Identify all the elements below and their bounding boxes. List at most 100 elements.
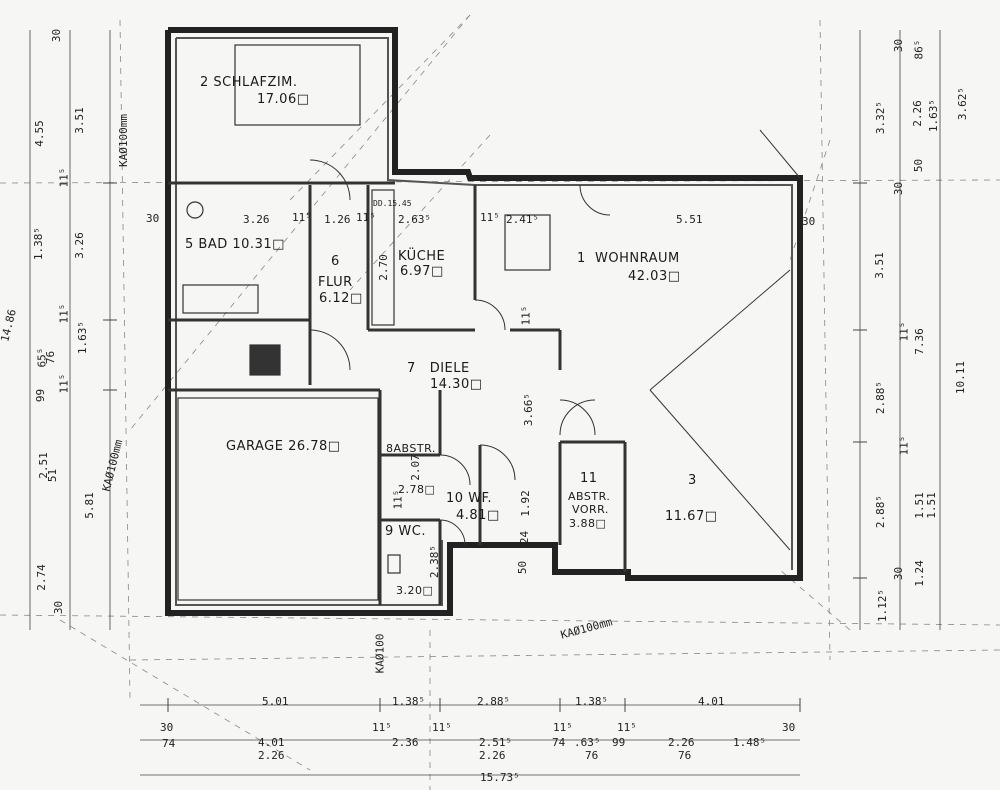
dim-right-15: 2.88⁵ [874, 494, 888, 529]
exterior-walls [165, 27, 803, 616]
room-2-label: 2 SCHLAFZIM. [200, 76, 298, 89]
dim-inner-13: 3.66⁵ [522, 392, 536, 427]
dim-right-12: 2.88⁵ [874, 380, 888, 415]
dim-left-11: 99 [34, 388, 48, 403]
room-11-name2: VORR. [572, 503, 609, 516]
dim-inner-2: 3.26 [243, 213, 270, 226]
dim-inner-19: 50 [516, 560, 530, 575]
dim-inner-12: 2.70 [376, 254, 390, 281]
dim-right-8: 30 [892, 181, 906, 196]
dimension-ticks [103, 182, 867, 712]
dim-inner-3: 11⁵ [292, 211, 312, 224]
room-9-label: 9 WC. [385, 525, 426, 538]
dim-right-5: 1.63⁵ [927, 98, 941, 133]
dim-left-7: 11⁵ [57, 303, 71, 324]
room-1-area: 42.03□ [628, 269, 681, 284]
dim-row2-top-3: 11⁵ [432, 721, 452, 734]
dim-inner-14: 2.07 [408, 454, 422, 481]
dim-right-1: 30 [892, 38, 906, 53]
dim-inner-11: 11⁵ [519, 305, 533, 326]
room-11-number: 11 [580, 471, 598, 486]
dim-right-3: 3.32⁵ [874, 100, 888, 135]
dim-row2-top-5: 11⁵ [617, 721, 637, 734]
dim-row2-4: 2.51⁵ [479, 736, 513, 749]
dim-inner-18: 2.38⁵ [428, 544, 442, 579]
dim-left-14: 51 [46, 468, 60, 483]
room-9-number: 9 [385, 524, 394, 539]
room-7-number: 7 [407, 361, 416, 376]
dim-right-16: 1.51 [912, 492, 926, 519]
dim-inner-4: 1.26 [324, 213, 351, 226]
dim-row2-sub-1: 2.26 [258, 749, 285, 762]
room-10-label: 10 WF. [446, 492, 492, 505]
dim-right-4: 2.26 [910, 100, 924, 127]
dim-row2-sub-4: 76 [678, 749, 692, 762]
room-9-name: WC. [398, 524, 426, 539]
room-2-name: SCHLAFZIM. [213, 75, 298, 90]
dim-row2-5: 74 [552, 736, 566, 749]
ka-center: KAØ100 [373, 633, 387, 674]
construction-lines [0, 14, 1000, 790]
dim-left-8: 1.63⁵ [76, 320, 90, 355]
room-3-area: 11.67□ [665, 509, 718, 524]
room-1-name: WOHNRAUM [595, 251, 680, 266]
dim-row2-7: 99 [612, 736, 626, 749]
room-1-number: 1 [577, 251, 586, 266]
room-7-label: 7 DIELE [407, 362, 470, 375]
dim-inner-9: 5.51 [676, 213, 703, 226]
door-swings [309, 159, 611, 546]
dim-left-5: 1.38⁵ [32, 226, 46, 261]
dim-right-2: 86⁵ [912, 39, 926, 60]
dim-right-17: 1.51 [924, 492, 938, 519]
room-7-name: DIELE [429, 361, 470, 376]
dim-bottom-5: 4.01 [698, 695, 725, 708]
dim-row2-3: 2.36 [392, 736, 419, 749]
dim-left-12: 11⁵ [57, 373, 71, 394]
living-room-diagonals [649, 129, 801, 551]
garage-name: GARAGE [226, 439, 284, 454]
room-10-area: 4.81□ [456, 508, 500, 523]
dim-left-10: 76 [44, 350, 58, 365]
kitchen-area: 6.97□ [400, 264, 444, 279]
dim-left-2: 4.55 [32, 120, 46, 147]
room-6-number: 6 [331, 254, 340, 269]
dim-row2-top-1: 30 [160, 721, 174, 734]
room-10-name: WF. [468, 491, 493, 506]
dim-right-6: 3.62⁵ [956, 86, 970, 121]
dim-inner-7: 11⁵ [480, 211, 500, 224]
room-6-area: 6.12□ [319, 291, 363, 306]
room-8-area: 2.78□ [398, 483, 436, 496]
room-3-number: 3 [688, 473, 697, 488]
dim-bottom-4: 1.38⁵ [575, 695, 609, 708]
room-10-number: 10 [446, 491, 464, 506]
dim-inner-20: DD.15.45 [373, 199, 412, 208]
dim-inner-1: 30 [146, 212, 160, 225]
room-6-name: FLUR [318, 275, 353, 290]
dim-left-6: 3.26 [72, 232, 86, 259]
room-7-area: 14.30□ [430, 377, 483, 392]
fixtures [177, 44, 551, 601]
dim-left-4: 11⁵ [57, 167, 71, 188]
dim-left-16: 2.74 [34, 564, 48, 591]
dim-inner-5: 11⁵ [356, 211, 376, 224]
dim-row2-9: 1.48⁵ [733, 736, 767, 749]
room-8-name: ABSTR. [393, 442, 436, 455]
dim-row2-sub-3: 76 [585, 749, 599, 762]
room-9-area: 3.20□ [396, 584, 434, 597]
dim-right-10: 11⁵ [897, 321, 911, 342]
room-8-number: 8 [386, 442, 394, 455]
room-5-area: 10.31□ [232, 237, 285, 252]
dim-bottom-total: 15.73⁵ [480, 771, 520, 784]
kitchen-name: KÜCHE [398, 249, 446, 264]
room-11-name1: ABSTR. [568, 490, 611, 503]
room-5-number: 5 [185, 237, 194, 252]
dim-row2-1: 74 [162, 737, 176, 750]
room-5-label: 5 BAD 10.31□ [185, 238, 285, 251]
dim-right-20: 1.12⁵ [876, 588, 890, 623]
dim-inner-6: 2.63⁵ [398, 213, 432, 226]
dim-row2-6: .63⁵ [574, 736, 601, 749]
dim-right-18: 30 [892, 566, 906, 581]
dim-inner-15: 11⁵ [391, 489, 405, 510]
garage-label: GARAGE 26.78□ [226, 440, 341, 453]
room-8-label: 8ABSTR. [386, 443, 436, 454]
